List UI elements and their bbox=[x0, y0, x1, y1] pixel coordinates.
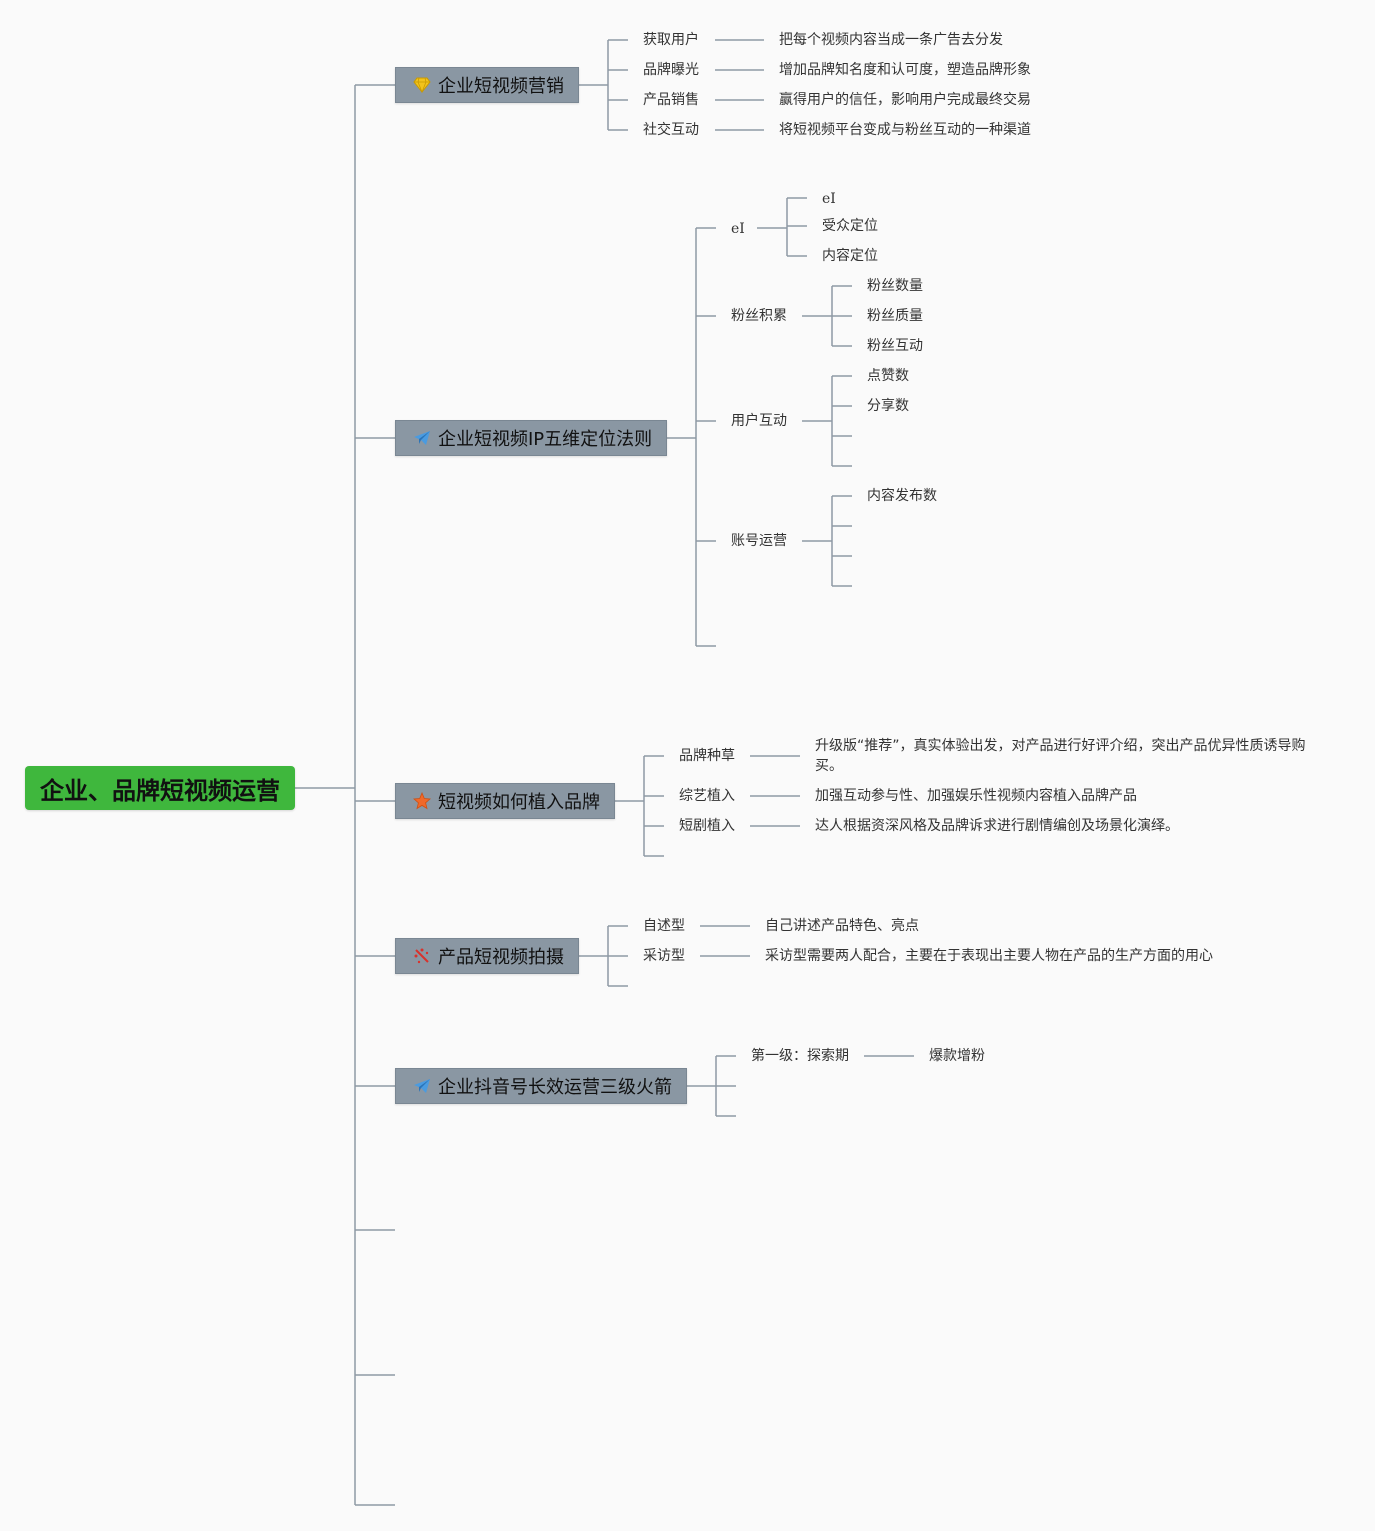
subtopic[interactable]: 粉丝积累 bbox=[731, 308, 787, 324]
paper-plane-icon bbox=[412, 428, 432, 448]
branch-label: 短视频如何植入品牌 bbox=[438, 792, 600, 813]
branch-topic[interactable]: 短视频如何植入品牌 bbox=[395, 783, 615, 819]
branch-topic[interactable]: 企业短视频营销 bbox=[395, 67, 579, 103]
root-topic[interactable]: 企业、品牌短视频运营 bbox=[25, 766, 295, 810]
detail-item[interactable]: eI bbox=[822, 191, 836, 207]
branch-topic[interactable]: 企业抖音号长效运营三级火箭 bbox=[395, 1068, 687, 1104]
subtopic[interactable]: 采访型 bbox=[643, 948, 685, 964]
detail-item[interactable]: 内容发布数 bbox=[867, 488, 937, 504]
branch-label: 产品短视频拍摄 bbox=[438, 947, 564, 968]
detail-item[interactable]: 粉丝质量 bbox=[867, 308, 923, 324]
subtopic[interactable]: 短剧植入 bbox=[679, 818, 735, 834]
subtopic[interactable]: 综艺植入 bbox=[679, 788, 735, 804]
subtopic-note[interactable]: 爆款增粉 bbox=[929, 1048, 985, 1064]
detail-item[interactable]: 受众定位 bbox=[822, 218, 878, 234]
subtopic[interactable]: 品牌曝光 bbox=[643, 62, 699, 78]
subtopic[interactable]: 品牌种草 bbox=[679, 748, 735, 764]
detail-item[interactable]: 粉丝互动 bbox=[867, 338, 923, 354]
detail-item[interactable]: 点赞数 bbox=[867, 368, 909, 384]
subtopic[interactable]: 产品销售 bbox=[643, 92, 699, 108]
subtopic-note[interactable]: 将短视频平台变成与粉丝互动的一种渠道 bbox=[779, 122, 1031, 138]
subtopic-note[interactable]: 升级版“推荐”，真实体验出发，对产品进行好评介绍，突出产品优异性质诱导购买。 bbox=[815, 738, 1306, 774]
subtopic[interactable]: 自述型 bbox=[643, 918, 685, 934]
subtopic-note[interactable]: 把每个视频内容当成一条广告去分发 bbox=[779, 32, 1003, 48]
branch-topic[interactable]: 产品短视频拍摄 bbox=[395, 938, 579, 974]
paper-plane-icon bbox=[412, 1076, 432, 1096]
subtopic[interactable]: 第一级：探索期 bbox=[751, 1048, 849, 1064]
subtopic-note[interactable]: 自己讲述产品特色、亮点 bbox=[765, 918, 919, 934]
detail-item[interactable]: 分享数 bbox=[867, 398, 909, 414]
branch-label: 企业抖音号长效运营三级火箭 bbox=[438, 1077, 672, 1098]
branch-topic[interactable]: 企业短视频IP五维定位法则 bbox=[395, 420, 668, 456]
branch-label: 企业短视频IP五维定位法则 bbox=[438, 429, 653, 450]
subtopic-note[interactable]: 赢得用户的信任，影响用户完成最终交易 bbox=[779, 92, 1031, 108]
subtopic-note[interactable]: 加强互动参与性、加强娱乐性视频内容植入品牌产品 bbox=[815, 788, 1137, 804]
detail-item[interactable]: 粉丝数量 bbox=[867, 278, 923, 294]
subtopic[interactable]: 用户互动 bbox=[731, 413, 787, 429]
subtopic[interactable]: 获取用户 bbox=[643, 32, 699, 48]
diamond-icon bbox=[412, 75, 432, 95]
subtopic[interactable]: 社交互动 bbox=[643, 122, 699, 138]
subtopic-note[interactable]: 采访型需要两人配合，主要在于表现出主要人物在产品的生产方面的用心 bbox=[765, 948, 1213, 964]
subtopic-note[interactable]: 增加品牌知名度和认可度，塑造品牌形象 bbox=[779, 62, 1031, 78]
star-icon bbox=[412, 791, 432, 811]
detail-item[interactable]: 内容定位 bbox=[822, 248, 878, 264]
branch-label: 企业短视频营销 bbox=[438, 76, 564, 97]
subtopic-note[interactable]: 达人根据资深风格及品牌诉求进行剧情编创及场景化演绎。 bbox=[815, 818, 1179, 834]
clapper-icon bbox=[412, 946, 432, 966]
subtopic[interactable]: 账号运营 bbox=[731, 533, 787, 549]
subtopic[interactable]: eI bbox=[731, 221, 745, 237]
